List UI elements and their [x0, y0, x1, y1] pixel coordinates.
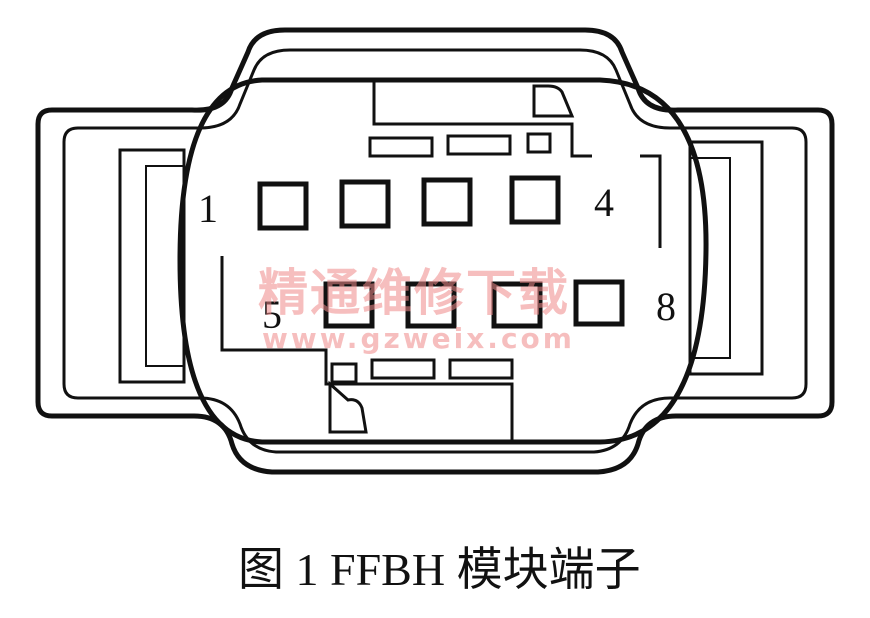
pin-6 [405, 281, 457, 329]
left-latch-outer [118, 148, 186, 384]
left-latch-inner [145, 165, 185, 367]
pin-label-5: 5 [262, 292, 282, 337]
figure-caption: 图 1 FFBH 模块端子 [238, 544, 641, 595]
pin-7 [491, 281, 543, 329]
slot-bottom-3 [448, 358, 514, 380]
slot-bottom-2 [370, 358, 436, 380]
pin-label-4: 4 [594, 180, 614, 225]
pin-4 [509, 175, 561, 225]
key-channel-top [372, 80, 592, 158]
slot-top-2 [446, 134, 512, 156]
pin-5 [323, 281, 375, 329]
slot-bottom-1 [330, 362, 358, 384]
pin-cavity [177, 77, 709, 445]
pin-label-1: 1 [198, 186, 218, 231]
pin-3 [421, 177, 473, 227]
key-tab-bottom [328, 380, 368, 434]
pin-label-8: 8 [656, 284, 676, 329]
watermark-url: www.gzweix.com [262, 322, 575, 355]
bracket-right [640, 154, 662, 248]
slot-top-1 [368, 136, 434, 158]
housing-inner [62, 48, 808, 454]
slot-top-3 [526, 132, 552, 154]
housing-outer [35, 27, 835, 475]
key-channel-bottom [220, 256, 514, 442]
watermark-title: 精通维修下载 [258, 264, 570, 322]
right-latch-inner [689, 157, 731, 359]
pin-8 [573, 279, 625, 327]
key-tab-top [532, 84, 575, 118]
pin-2 [339, 179, 391, 229]
pin-1 [257, 181, 309, 231]
